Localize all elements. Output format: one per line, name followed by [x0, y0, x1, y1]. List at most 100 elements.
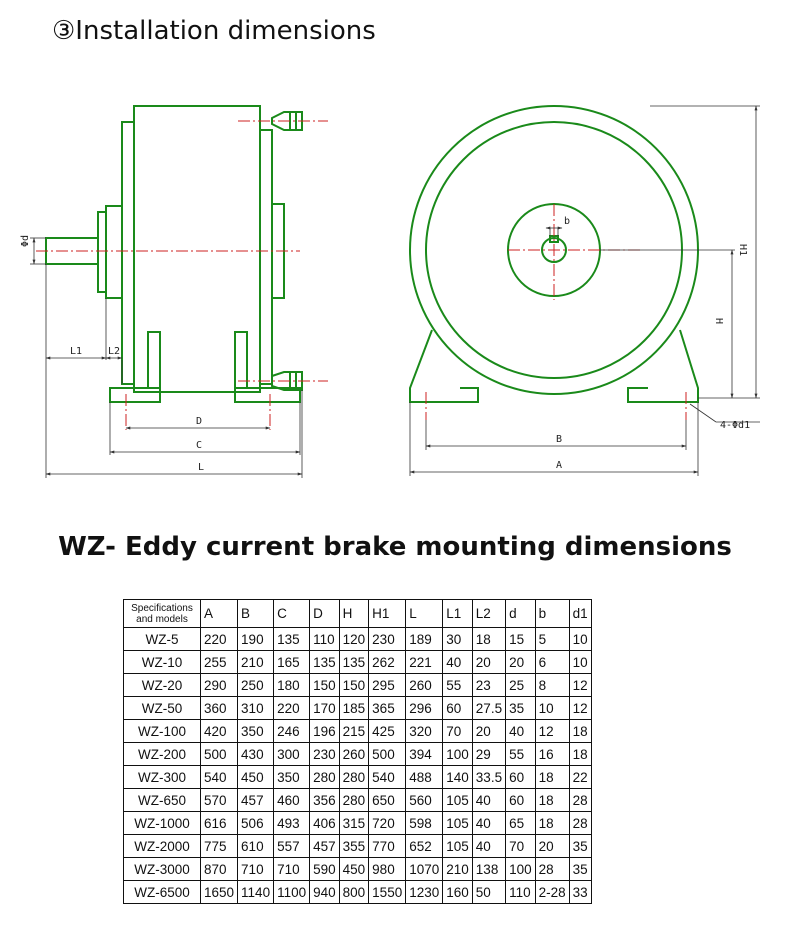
value-cell: 720 — [368, 811, 407, 835]
value-cell: 20 — [471, 719, 507, 743]
value-cell: 290 — [199, 673, 239, 697]
side-left-flange — [121, 121, 135, 385]
value-cell: 170 — [309, 696, 340, 720]
value-cell: 315 — [338, 811, 370, 835]
column-header: D — [309, 599, 340, 628]
model-cell: WZ-200 — [123, 742, 201, 766]
value-cell: 590 — [309, 857, 340, 881]
value-cell: 40 — [471, 788, 507, 812]
side-view — [45, 105, 303, 403]
label-a: A — [556, 460, 562, 471]
value-cell: 22 — [568, 765, 592, 789]
model-cell: WZ-10 — [123, 650, 201, 674]
value-cell: 10 — [534, 696, 570, 720]
value-cell: 18 — [534, 788, 570, 812]
value-cell: 406 — [309, 811, 340, 835]
column-header: b — [534, 599, 570, 628]
value-cell: 110 — [505, 880, 536, 904]
column-header: L1 — [442, 599, 473, 628]
installation-drawing: Φd L1 L2 D C L b H H1 B — [20, 105, 760, 478]
value-cell: 10 — [568, 627, 592, 651]
value-cell: 650 — [368, 788, 407, 812]
value-cell: 50 — [471, 880, 507, 904]
value-cell: 221 — [405, 650, 444, 674]
value-cell: 220 — [199, 627, 239, 651]
side-right-flange — [259, 129, 273, 385]
label-h: H — [713, 318, 724, 324]
value-cell: 295 — [368, 673, 407, 697]
label-l1: L1 — [70, 346, 82, 357]
value-cell: 770 — [368, 834, 407, 858]
page-heading: ③Installation dimensions — [52, 16, 376, 46]
value-cell: 652 — [405, 834, 444, 858]
value-cell: 105 — [442, 811, 473, 835]
value-cell: 35 — [568, 857, 592, 881]
column-header: H — [338, 599, 370, 628]
model-cell: WZ-50 — [123, 696, 201, 720]
value-cell: 540 — [199, 765, 239, 789]
value-cell: 300 — [273, 742, 311, 766]
value-cell: 2-28 — [534, 880, 570, 904]
value-cell: 12 — [568, 673, 592, 697]
value-cell: 196 — [309, 719, 340, 743]
table-title: WZ- Eddy current brake mounting dimensio… — [58, 532, 732, 562]
value-cell: 105 — [442, 788, 473, 812]
front-left-foot — [409, 329, 479, 403]
value-cell: 35 — [505, 696, 536, 720]
value-cell: 215 — [338, 719, 370, 743]
model-cell: WZ-6500 — [123, 880, 201, 904]
value-cell: 460 — [273, 788, 311, 812]
value-cell: 557 — [273, 834, 311, 858]
value-cell: 260 — [405, 673, 444, 697]
value-cell: 16 — [534, 742, 570, 766]
value-cell: 60 — [505, 765, 536, 789]
value-cell: 210 — [237, 650, 275, 674]
value-cell: 775 — [199, 834, 239, 858]
value-cell: 40 — [471, 811, 507, 835]
value-cell: 15 — [505, 627, 536, 651]
value-cell: 280 — [338, 788, 370, 812]
side-right-foot — [234, 387, 301, 403]
column-header: L2 — [471, 599, 507, 628]
value-cell: 23 — [471, 673, 507, 697]
value-cell: 450 — [338, 857, 370, 881]
value-cell: 60 — [442, 696, 473, 720]
column-header: d1 — [568, 599, 592, 628]
value-cell: 35 — [568, 834, 592, 858]
column-header: C — [273, 599, 311, 628]
side-bearing-cap — [105, 205, 123, 299]
value-cell: 160 — [442, 880, 473, 904]
value-cell: 100 — [505, 857, 536, 881]
value-cell: 420 — [199, 719, 239, 743]
value-cell: 1100 — [273, 880, 311, 904]
value-cell: 360 — [199, 696, 239, 720]
value-cell: 180 — [273, 673, 311, 697]
value-cell: 280 — [338, 765, 370, 789]
value-cell: 262 — [368, 650, 407, 674]
column-header: B — [237, 599, 275, 628]
value-cell: 165 — [273, 650, 311, 674]
value-cell: 5 — [534, 627, 570, 651]
label-phi-d: Φd — [20, 235, 31, 247]
value-cell: 616 — [199, 811, 239, 835]
model-cell: WZ-650 — [123, 788, 201, 812]
value-cell: 25 — [505, 673, 536, 697]
value-cell: 12 — [534, 719, 570, 743]
value-cell: 1230 — [405, 880, 444, 904]
value-cell: 610 — [237, 834, 275, 858]
column-header: d — [505, 599, 536, 628]
value-cell: 10 — [568, 650, 592, 674]
value-cell: 18 — [534, 811, 570, 835]
value-cell: 710 — [273, 857, 311, 881]
value-cell: 20 — [505, 650, 536, 674]
value-cell: 1550 — [368, 880, 407, 904]
label-l2: L2 — [108, 346, 120, 357]
